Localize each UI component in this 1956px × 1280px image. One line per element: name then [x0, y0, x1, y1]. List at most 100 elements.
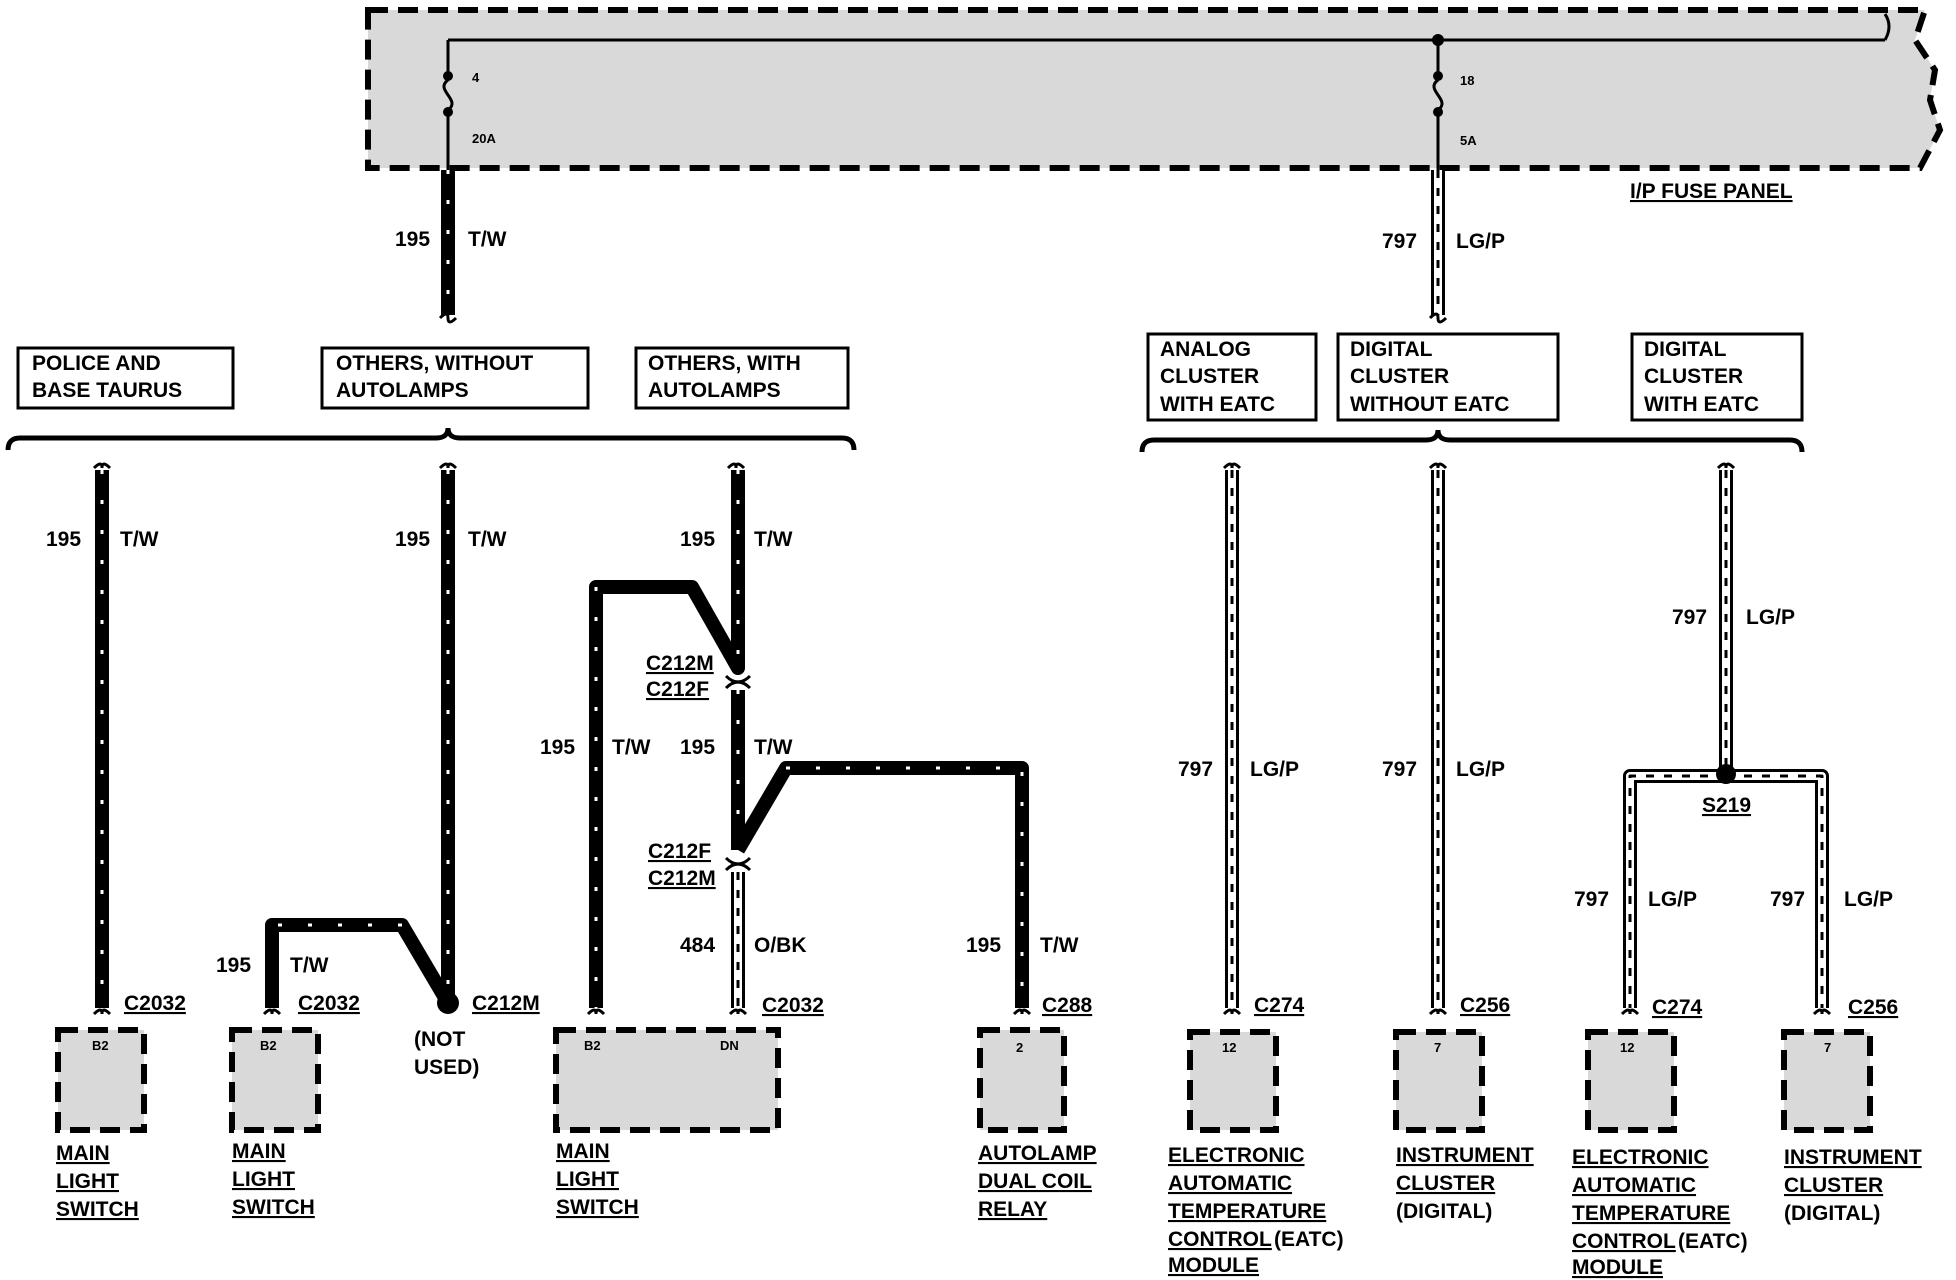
svg-text:CONTROL: CONTROL	[1572, 1230, 1676, 1253]
svg-text:LIGHT: LIGHT	[556, 1168, 619, 1191]
wire-others-without-195	[262, 462, 459, 1016]
svg-text:CLUSTER: CLUSTER	[1644, 365, 1743, 388]
autolamp-dual-coil-relay: 2 AUTOLAMP DUAL COIL RELAY	[977, 1027, 1097, 1221]
group-digital-cluster-without-eatc: DIGITAL CLUSTER WITHOUT EATC	[1336, 332, 1560, 422]
label-tw: T/W	[120, 528, 159, 551]
label-lgp: LG/P	[1250, 758, 1299, 781]
fuse-left-rating: 20A	[472, 131, 496, 146]
svg-text:WITH EATC: WITH EATC	[1644, 393, 1759, 416]
label-195: 195	[46, 528, 81, 551]
svg-text:(EATC): (EATC)	[1274, 1228, 1344, 1251]
splice-s219: S219	[1702, 794, 1751, 817]
feed-195-color: T/W	[468, 228, 507, 251]
label-195: 195	[395, 528, 430, 551]
svg-text:CLUSTER: CLUSTER	[1160, 365, 1259, 388]
svg-text:ELECTRONIC: ELECTRONIC	[1168, 1144, 1305, 1167]
label-797: 797	[1770, 888, 1805, 911]
feed-797-circuit: 797	[1382, 230, 1417, 253]
label-tw: T/W	[290, 954, 329, 977]
not-used-label: USED)	[414, 1056, 479, 1079]
svg-text:ANALOG: ANALOG	[1160, 338, 1251, 361]
connector-c212m: C212M	[646, 652, 714, 675]
svg-text:POLICE AND: POLICE AND	[32, 352, 161, 375]
connector-c212f: C212F	[648, 840, 711, 863]
connector-c212m: C212M	[472, 992, 540, 1015]
svg-text:B2: B2	[584, 1038, 601, 1053]
svg-text:AUTOLAMP: AUTOLAMP	[978, 1142, 1097, 1165]
label-484: 484	[680, 934, 715, 957]
label-195: 195	[680, 736, 715, 759]
svg-text:MAIN: MAIN	[56, 1142, 110, 1165]
label-tw: T/W	[612, 736, 651, 759]
brace-right	[1139, 429, 1805, 453]
svg-text:CLUSTER: CLUSTER	[1350, 365, 1449, 388]
fuse-panel-label: I/P FUSE PANEL	[1630, 180, 1793, 203]
label-tw: T/W	[1040, 934, 1079, 957]
svg-text:B2: B2	[260, 1038, 277, 1053]
connector-c256: C256	[1848, 996, 1898, 1019]
svg-text:2: 2	[1016, 1040, 1023, 1055]
eatc-module-1: 12 ELECTRONIC AUTOMATIC TEMPERATURE CONT…	[1168, 1029, 1344, 1277]
group-analog-cluster-eatc: ANALOG CLUSTER WITH EATC	[1146, 332, 1318, 422]
label-lgp: LG/P	[1456, 758, 1505, 781]
svg-text:CLUSTER: CLUSTER	[1784, 1174, 1883, 1197]
svg-text:OTHERS, WITHOUT: OTHERS, WITHOUT	[336, 352, 533, 375]
label-tw: T/W	[754, 736, 793, 759]
label-797: 797	[1574, 888, 1609, 911]
svg-text:(DIGITAL): (DIGITAL)	[1784, 1202, 1880, 1225]
label-lgp: LG/P	[1746, 606, 1795, 629]
svg-text:CLUSTER: CLUSTER	[1396, 1172, 1495, 1195]
svg-text:(DIGITAL): (DIGITAL)	[1396, 1200, 1492, 1223]
svg-text:RELAY: RELAY	[978, 1198, 1047, 1221]
svg-text:DN: DN	[720, 1038, 739, 1053]
main-light-switch-3: B2 DN MAIN LIGHT SWITCH	[553, 1027, 781, 1219]
svg-text:SWITCH: SWITCH	[232, 1196, 315, 1219]
wire-digital-with-797	[1620, 462, 1832, 1016]
svg-text:INSTRUMENT: INSTRUMENT	[1784, 1146, 1922, 1169]
feed-wire-797	[1428, 170, 1448, 324]
fuse-right-rating: 5A	[1460, 133, 1477, 148]
label-195: 195	[216, 954, 251, 977]
connector-c2032: C2032	[762, 994, 824, 1017]
main-light-switch-2: B2 MAIN LIGHT SWITCH	[229, 1027, 321, 1219]
brace-left	[5, 427, 857, 451]
main-light-switch-1: B2 MAIN LIGHT SWITCH	[55, 1027, 147, 1221]
group-digital-cluster-with-eatc: DIGITAL CLUSTER WITH EATC	[1630, 332, 1804, 422]
feed-wire-195	[438, 170, 458, 324]
svg-text:TEMPERATURE: TEMPERATURE	[1572, 1202, 1730, 1225]
svg-text:7: 7	[1824, 1040, 1831, 1055]
label-tw: T/W	[754, 528, 793, 551]
connector-c288: C288	[1042, 994, 1093, 1017]
svg-text:LIGHT: LIGHT	[232, 1168, 295, 1191]
not-used-label: (NOT	[414, 1028, 465, 1051]
svg-text:CONTROL: CONTROL	[1168, 1228, 1272, 1251]
svg-text:MAIN: MAIN	[556, 1140, 610, 1163]
label-797: 797	[1672, 606, 1707, 629]
svg-text:MAIN: MAIN	[232, 1140, 286, 1163]
group-police: POLICE AND BASE TAURUS	[16, 346, 235, 410]
svg-text:SWITCH: SWITCH	[556, 1196, 639, 1219]
svg-text:7: 7	[1434, 1040, 1441, 1055]
svg-text:MODULE: MODULE	[1168, 1254, 1259, 1277]
label-195: 195	[680, 528, 715, 551]
svg-text:AUTOLAMPS: AUTOLAMPS	[648, 379, 781, 402]
wire-police-195	[92, 462, 112, 1016]
fuse-right-icon	[1432, 71, 1444, 170]
group-others-with-autolamps: OTHERS, WITH AUTOLAMPS	[634, 346, 850, 410]
fuse-left-icon	[442, 71, 454, 170]
svg-text:ELECTRONIC: ELECTRONIC	[1572, 1146, 1709, 1169]
connector-c2032: C2032	[124, 992, 186, 1015]
splice-s219-icon	[1716, 764, 1736, 784]
feed-797-color: LG/P	[1456, 230, 1505, 253]
svg-text:12: 12	[1620, 1040, 1634, 1055]
connector-c256: C256	[1460, 994, 1510, 1017]
svg-text:(EATC): (EATC)	[1678, 1230, 1748, 1253]
wire-analog-797	[1222, 462, 1242, 1016]
instrument-cluster-1: 7 INSTRUMENT CLUSTER (DIGITAL)	[1393, 1029, 1534, 1223]
svg-text:WITH EATC: WITH EATC	[1160, 393, 1275, 416]
svg-text:DIGITAL: DIGITAL	[1644, 338, 1727, 361]
svg-text:AUTOMATIC: AUTOMATIC	[1168, 1172, 1292, 1195]
eatc-module-2: 12 ELECTRONIC AUTOMATIC TEMPERATURE CONT…	[1572, 1029, 1748, 1279]
svg-text:MODULE: MODULE	[1572, 1256, 1663, 1279]
